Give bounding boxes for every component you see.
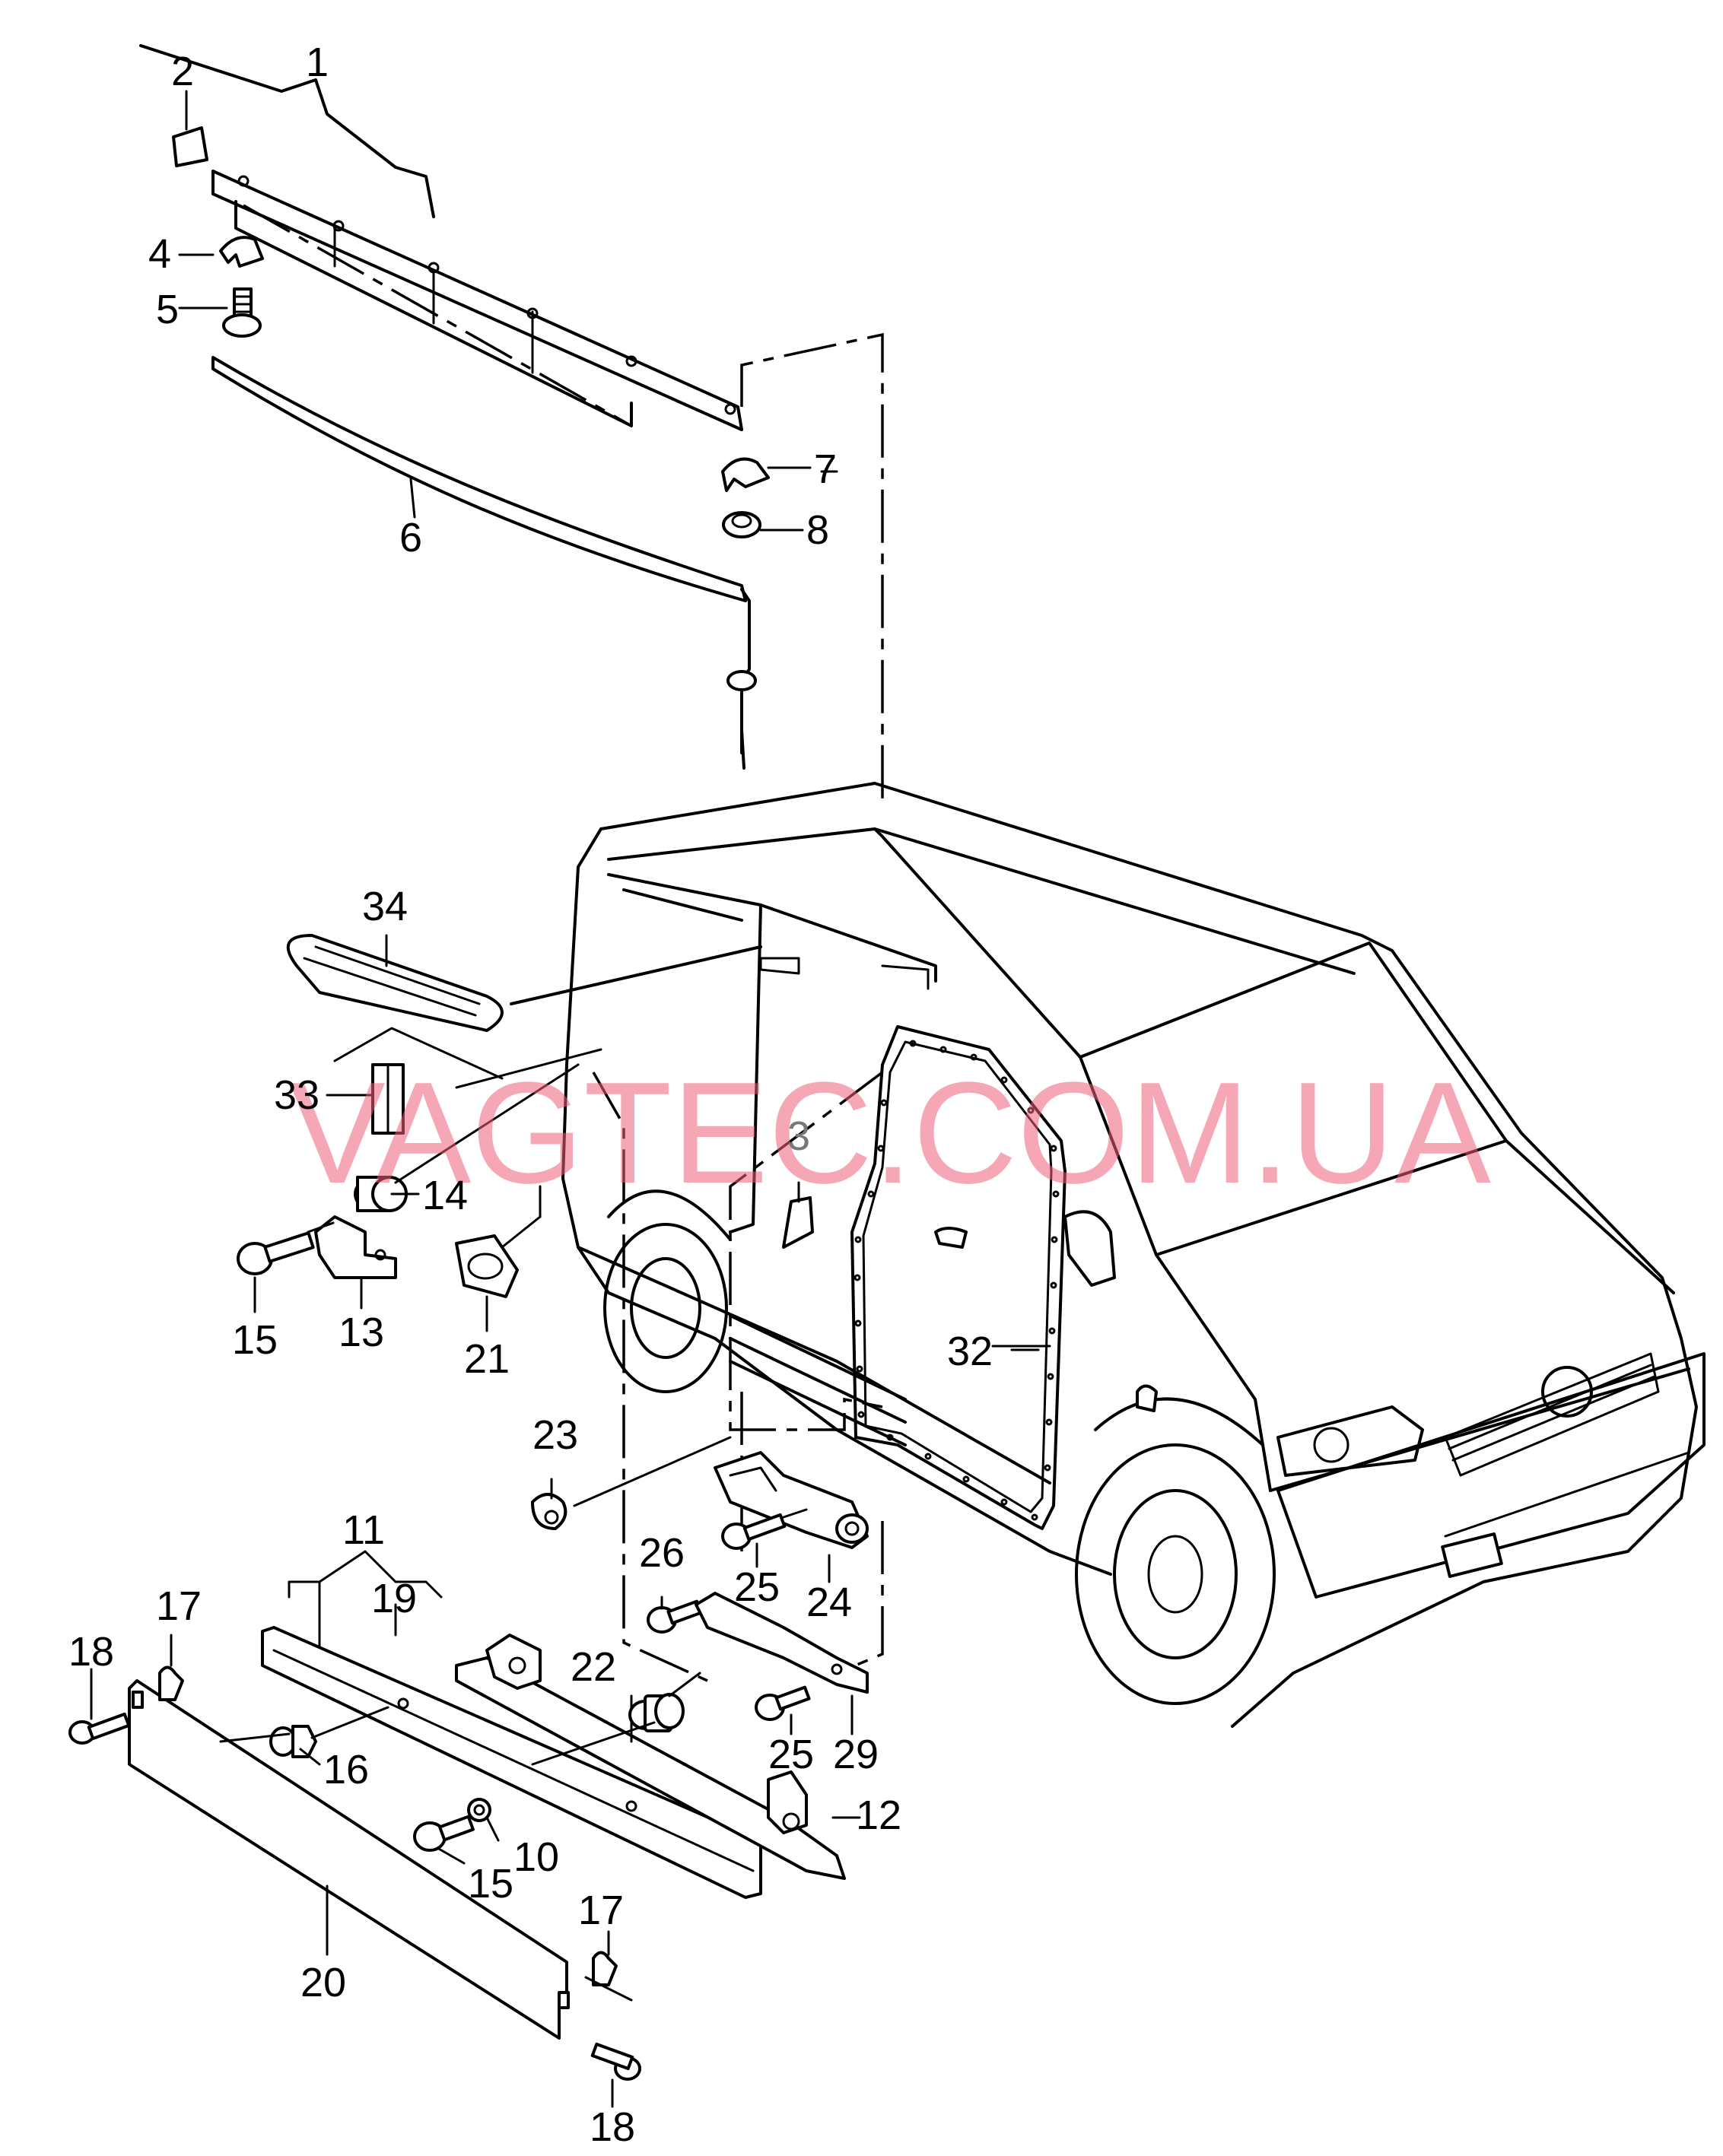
washer-10 [467,1798,491,1822]
callout-8: 8 [806,507,829,553]
callout-29: 29 [833,1732,879,1777]
rail-end-cap [172,126,208,167]
callout-16: 16 [323,1747,369,1792]
callout-15-upper: 15 [232,1317,278,1363]
rail-clip [219,236,264,268]
slide-strip [211,356,757,770]
callout-25-upper: 25 [734,1564,780,1610]
grommet-23 [531,1436,732,1530]
callout-17-lower: 17 [578,1888,624,1933]
roller-22 [531,1672,701,1766]
callout-17-upper: 17 [156,1583,202,1629]
upper-seal-strip [286,934,762,1032]
sill-cover [128,1679,570,2040]
callout-25-lower: 25 [768,1732,814,1777]
callout-32: 32 [947,1329,993,1374]
callout-6: 6 [399,515,422,560]
bolt-25-upper [721,1508,808,1550]
callout-20: 20 [300,1960,346,2005]
bolt-15-lower [413,1815,475,1852]
bracket-29 [695,1592,869,1694]
callout-24: 24 [806,1580,852,1625]
bracket-33 [333,1027,602,1135]
callout-18-upper: 18 [68,1629,114,1675]
callout-22: 22 [571,1644,616,1690]
stop-21 [455,1185,542,1298]
callout-13: 13 [339,1310,384,1355]
clip-17-upper [158,1665,184,1701]
callout-11: 11 [342,1507,385,1553]
callout-5: 5 [156,287,179,332]
screw-18-lower [590,2042,641,2081]
lower-slide-rail [455,1634,846,1880]
callout-23: 23 [532,1412,578,1458]
callout-12: 12 [856,1792,901,1838]
callout-3: 3 [787,1113,810,1159]
clip-17-lower [584,1951,633,2002]
callout-10: 10 [513,1834,559,1880]
bracket-13 [314,1215,397,1279]
bolt-25-lower [755,1685,811,1721]
roller-bracket-24 [714,1451,869,1549]
callout-2: 2 [171,49,194,94]
callout-7: 7 [814,446,837,492]
callout-4: 4 [148,231,171,277]
callout-14: 14 [422,1173,468,1218]
door-seal [850,1025,1067,1530]
watermark: VAGTEC.COM.UA [289,1053,1491,1214]
callout-1: 1 [306,40,329,85]
nut-8 [722,511,761,538]
clip-7 [721,457,770,492]
callout-26: 26 [639,1530,685,1576]
upper-guide-rail [139,44,743,431]
callout-19: 19 [371,1576,417,1621]
callout-15-lower: 15 [468,1861,513,1907]
leader-lines [90,90,1040,2108]
bolt-26 [647,1599,703,1634]
rail-bolt [222,287,262,338]
callout-21: 21 [464,1336,510,1382]
callout-18-lower: 18 [590,2104,635,2150]
screw-18-upper [68,1712,131,1745]
bracket-3 [782,1196,814,1249]
callout-33: 33 [274,1072,319,1118]
bolt-15-upper [237,1221,335,1275]
callout-34: 34 [362,884,408,929]
lower-guide-rail [261,1626,762,1899]
van-body [561,782,1706,1728]
